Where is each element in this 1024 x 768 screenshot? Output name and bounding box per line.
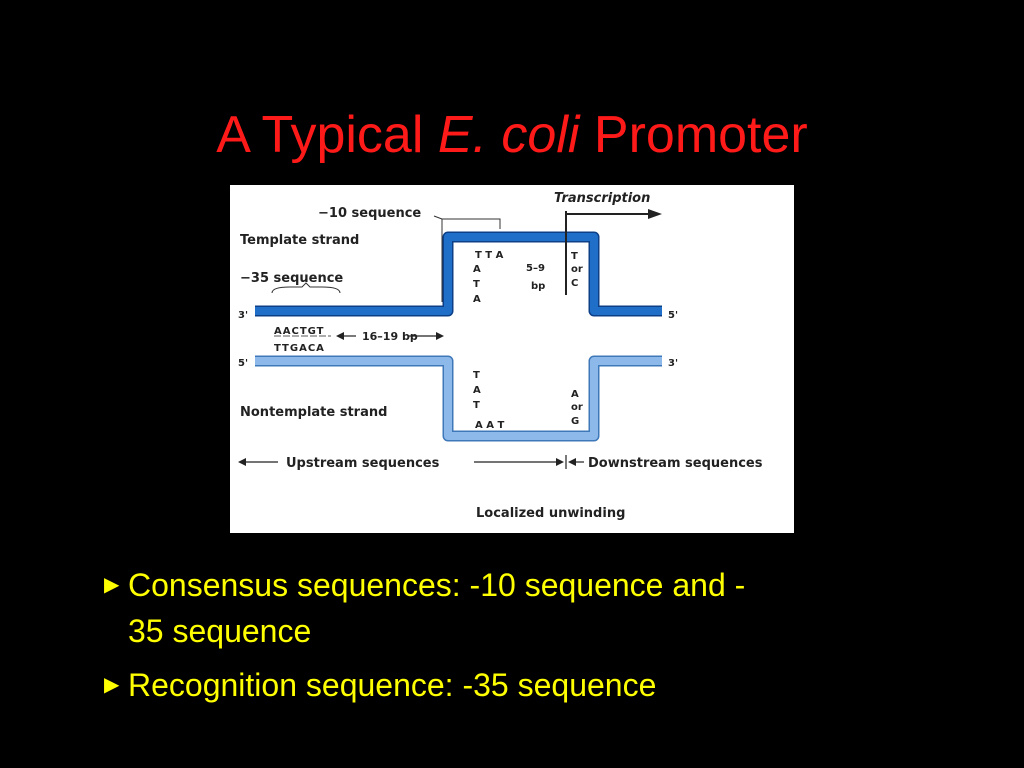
minus10-bracket xyxy=(441,218,501,302)
t-or-c-2: or xyxy=(571,264,583,275)
a-or-g-2: or xyxy=(571,402,583,413)
nontemplate-t2: T xyxy=(473,400,480,411)
template-a2: A xyxy=(473,294,481,305)
template-5prime-label: 5' xyxy=(668,310,678,321)
spacer-arrow-right-head-icon xyxy=(436,332,444,340)
template-t: T xyxy=(473,279,480,290)
transcription-arrow-head-icon xyxy=(648,209,662,219)
minus35-bracket xyxy=(271,282,341,294)
upstream-arrow-left-head-icon xyxy=(238,458,246,466)
a-or-g-3: G xyxy=(571,416,579,427)
minus35-label: −35 sequence xyxy=(240,271,343,286)
nontemplate-a: A xyxy=(473,385,481,396)
bullet-consensus-line2: 35 sequence xyxy=(128,613,312,649)
unwinding-label: Localized unwinding xyxy=(476,506,625,521)
bullet-item-consensus: ▶ Consensus sequences: -10 sequence and … xyxy=(100,562,930,654)
upstream-label: Upstream sequences xyxy=(286,456,440,471)
nontemplate-strand xyxy=(255,357,662,440)
nontemplate-5prime-label: 5' xyxy=(238,358,248,369)
promoter-diagram: −10 sequence Template strand −35 sequenc… xyxy=(230,185,794,533)
template-strand xyxy=(255,233,662,315)
spacer-label: 16–19 bp xyxy=(362,330,418,343)
t-or-c-3: C xyxy=(571,278,578,289)
bullet-consensus-line1: Consensus sequences: -10 sequence and - xyxy=(128,567,746,603)
template-a1: A xyxy=(473,264,481,275)
bullet-recognition-line1: Recognition sequence: -35 sequence xyxy=(128,667,657,703)
bp-unit: bp xyxy=(531,281,545,292)
right-triangle-bullet-icon: ▶ xyxy=(104,574,120,596)
downstream-arrow-head-icon xyxy=(568,458,576,466)
spacer-arrow-left-head-icon xyxy=(336,332,344,340)
template-strand-label: Template strand xyxy=(240,233,359,248)
template-3prime-label: 3' xyxy=(238,310,248,321)
right-triangle-bullet-icon: ▶ xyxy=(104,674,120,696)
transcription-label: Transcription xyxy=(554,191,650,206)
minus35-bottom-sequence: TTGACA xyxy=(274,343,325,354)
minus10-leader xyxy=(433,215,443,220)
promoter-diagram-svg: −10 sequence Template strand −35 sequenc… xyxy=(238,191,763,521)
nontemplate-strand-outline xyxy=(255,355,662,442)
bp-range: 5–9 xyxy=(526,263,545,274)
minus10-label: −10 sequence xyxy=(318,206,421,221)
a-or-g-1: A xyxy=(571,389,579,400)
title-italic: E. coli xyxy=(437,106,580,164)
t-or-c-1: T xyxy=(571,251,578,262)
upstream-arrow-right-head-icon xyxy=(556,458,564,466)
nontemplate-3prime-label: 3' xyxy=(668,358,678,369)
nontemplate-t1: T xyxy=(473,370,480,381)
bullet-item-recognition: ▶ Recognition sequence: -35 sequence xyxy=(100,662,930,708)
tta-sequence: T T A xyxy=(475,250,504,261)
nontemplate-strand-label: Nontemplate strand xyxy=(240,405,387,420)
slide-title: A Typical E. coli Promoter xyxy=(0,100,1024,170)
downstream-label: Downstream sequences xyxy=(588,456,763,471)
aat-sequence: A A T xyxy=(475,420,504,431)
title-suffix: Promoter xyxy=(579,106,808,164)
title-prefix: A Typical xyxy=(216,106,438,164)
bullet-list: ▶ Consensus sequences: -10 sequence and … xyxy=(100,562,930,716)
minus35-top-sequence: AACTGT xyxy=(274,326,325,337)
